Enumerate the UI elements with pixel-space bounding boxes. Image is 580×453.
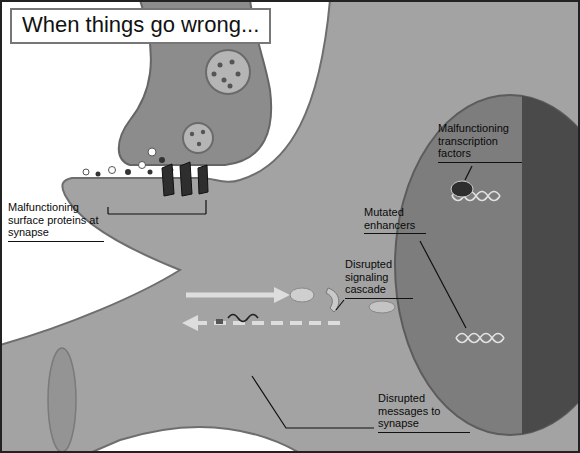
callout-label: Disrupted signaling cascade (345, 258, 413, 299)
callout-label: Mutated enhancers (364, 206, 426, 234)
callout-label: Malfunctioning transcription factors (438, 122, 522, 163)
process-shading (48, 348, 76, 452)
nucleus-shadow (522, 95, 580, 435)
receptor-proteins (162, 162, 208, 196)
callout-label: Malfunctioning surface proteins at synap… (8, 201, 104, 242)
bracket (108, 200, 206, 214)
neurotransmitter-dots (83, 148, 173, 177)
retrograde-messages (182, 315, 340, 332)
title: When things go wrong... (10, 8, 271, 44)
transcription-factor (451, 181, 473, 197)
nucleus (395, 95, 580, 435)
callout-label: Disrupted messages to synapse (378, 392, 470, 433)
leader-lines (252, 166, 472, 428)
dna-helix (452, 192, 504, 343)
vesicle (206, 50, 250, 94)
vesicle (183, 123, 213, 153)
vesicle-contents (190, 130, 205, 146)
vesicle-contents (212, 60, 241, 89)
